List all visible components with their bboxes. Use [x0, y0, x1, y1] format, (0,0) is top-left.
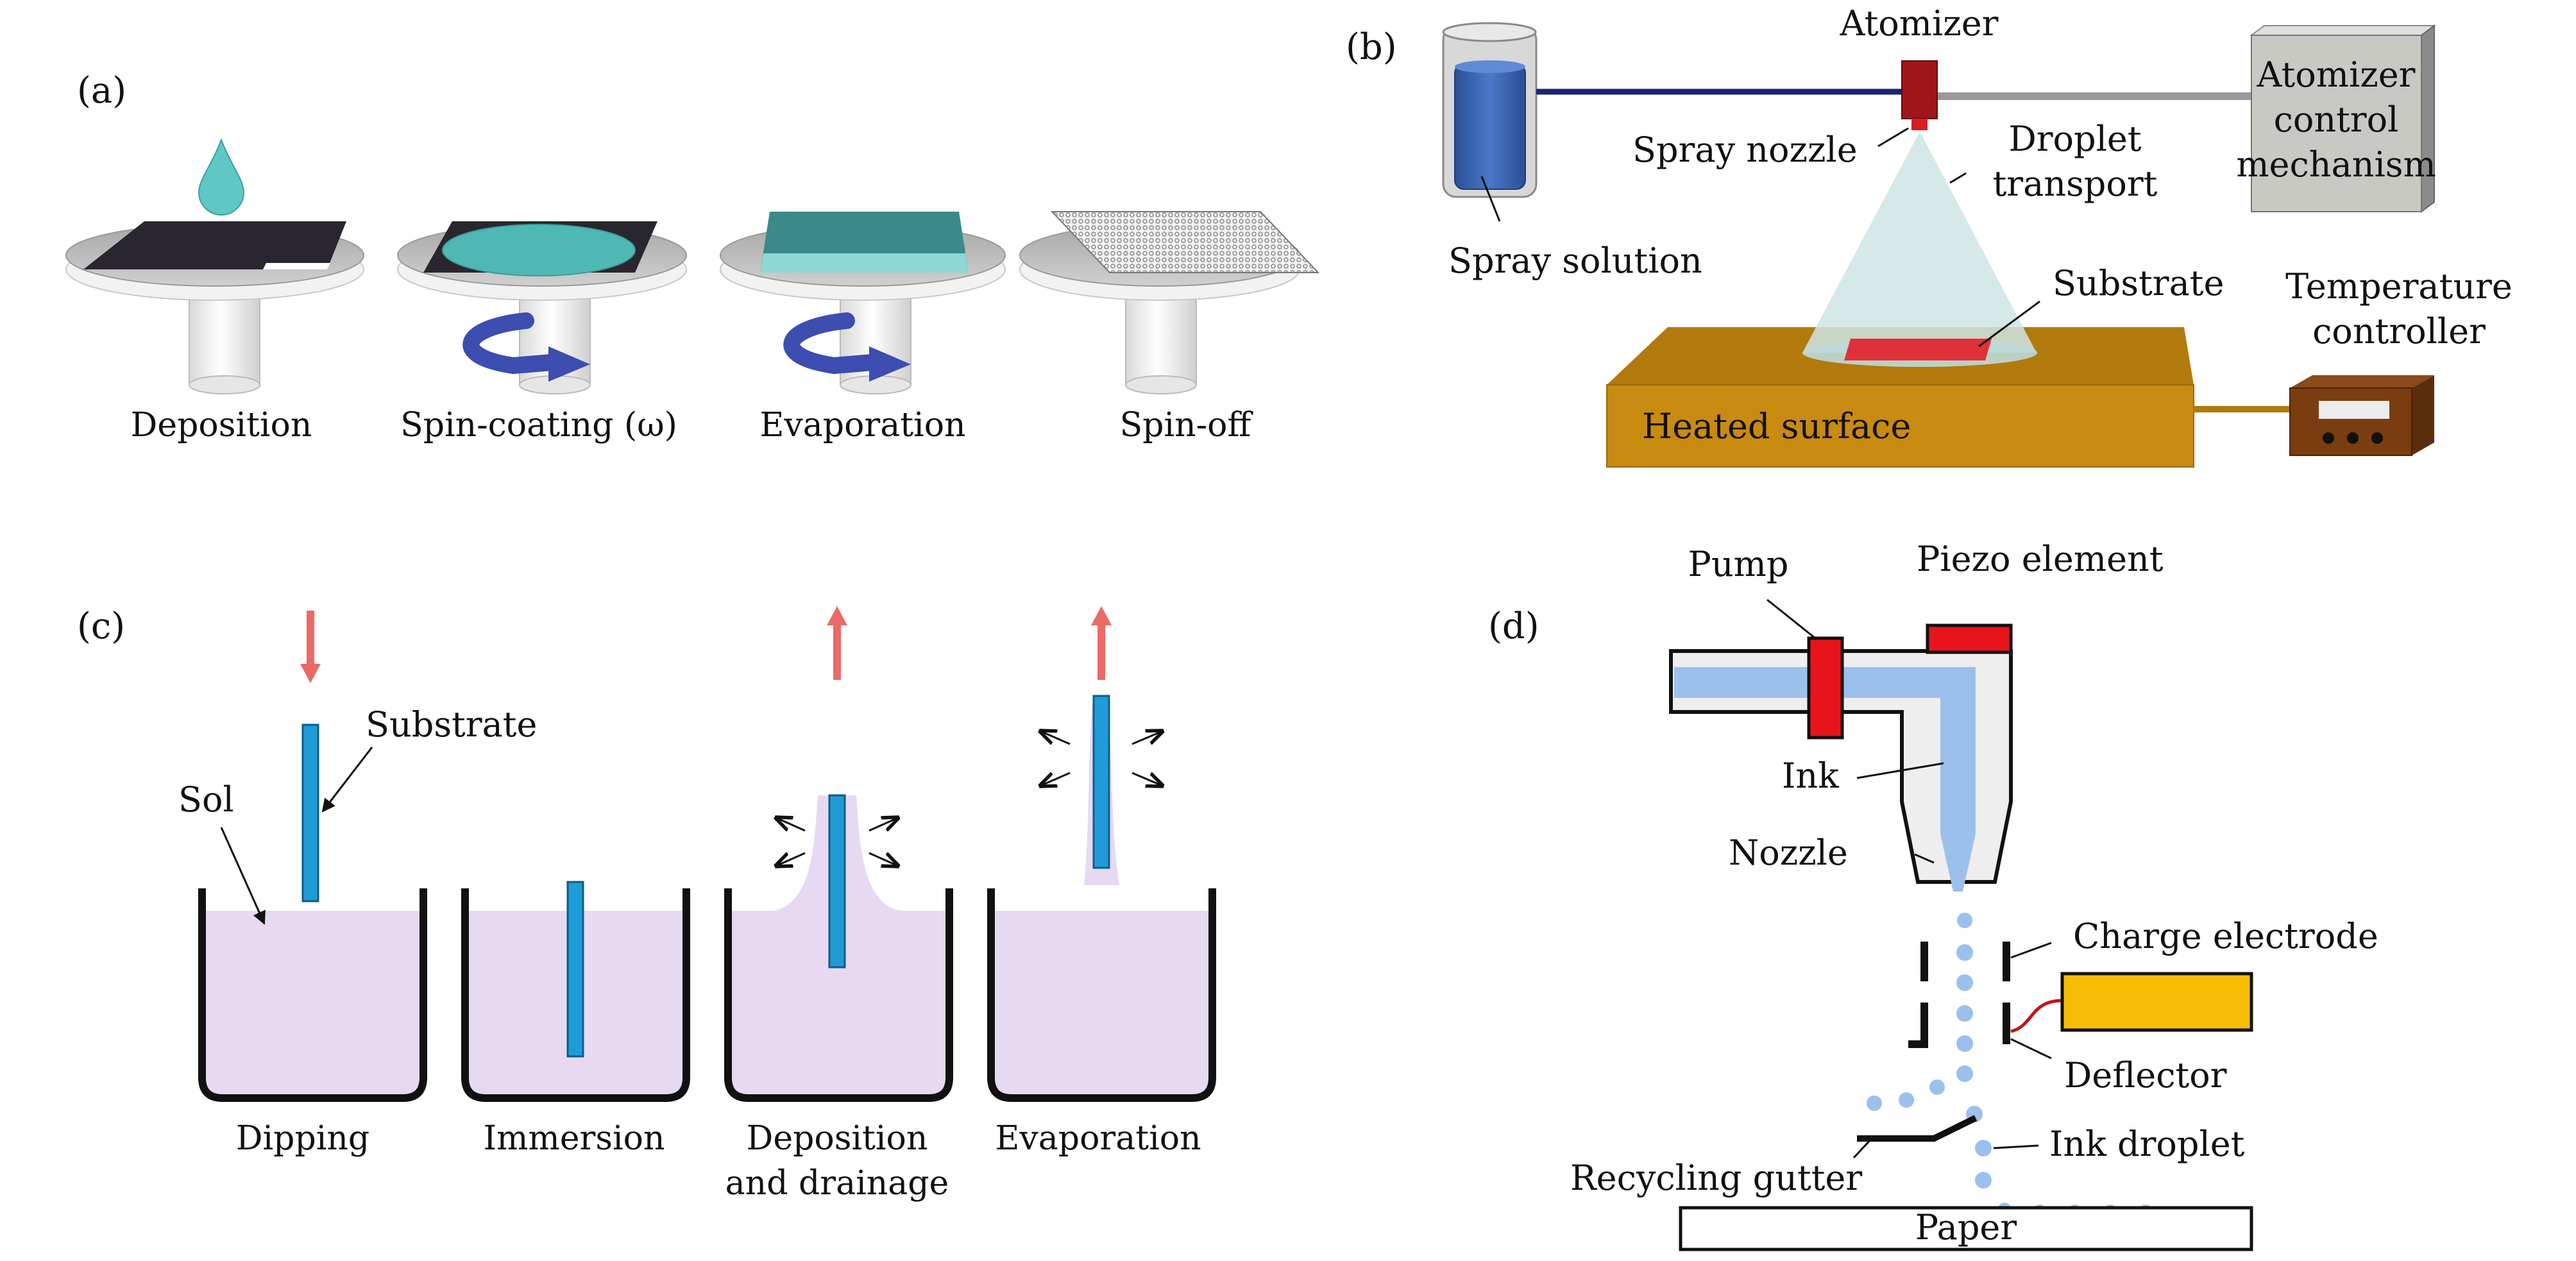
panel-b-label: (b) — [1346, 26, 1397, 68]
coating-film — [442, 224, 636, 276]
temperature-controller-line1: Temperature — [2285, 266, 2512, 307]
droplet-icon — [198, 138, 245, 216]
step-drainage-label: and drainage — [725, 1164, 949, 1203]
substrate-c-immersion — [566, 881, 584, 1058]
step-deposition-label: Deposition — [131, 406, 312, 444]
atomizer-label: Atomizer — [1840, 3, 1999, 44]
beaker-immersion — [461, 881, 690, 1102]
panel-b: (b) Atomizer control mechanism Heated su… — [1346, 3, 2512, 468]
control-box-line1: Atomizer — [2257, 55, 2416, 95]
control-box-line2: control — [2274, 99, 2399, 140]
panel-a: (a) — [65, 70, 1320, 444]
heated-surface-label: Heated surface — [1642, 406, 1911, 446]
panel-d: (d) — [1488, 539, 2378, 1251]
substrate-c-label: Substrate — [366, 704, 537, 745]
piezo-element-label: Piezo element — [1917, 539, 2164, 579]
substrate-c-deposition — [828, 794, 846, 969]
temperature-controller-line2: controller — [2312, 311, 2486, 351]
deflection-control-box — [2060, 972, 2253, 1032]
substrate-plate — [83, 221, 346, 269]
substrate-c-evaporation — [1092, 695, 1110, 869]
step-immersion-label: Immersion — [484, 1119, 665, 1158]
droplet-transport-line1: Droplet — [2008, 119, 2141, 159]
pump-label: Pump — [1688, 544, 1789, 584]
sol-label: Sol — [178, 779, 234, 820]
nozzle-label: Nozzle — [1729, 833, 1848, 873]
spun-film-mesh — [1050, 211, 1320, 273]
atomizer-control-box — [2250, 24, 2436, 213]
ink-label: Ink — [1782, 756, 1840, 796]
substrate-b-label: Substrate — [2053, 263, 2224, 303]
turntable-spin-off — [1019, 211, 1320, 394]
step-dipping-label: Dipping — [236, 1119, 369, 1158]
spray-nozzle-label: Spray nozzle — [1632, 130, 1858, 170]
panel-a-label: (a) — [77, 70, 126, 112]
ink-channel — [1674, 667, 1976, 892]
deflector-wire — [2010, 999, 2063, 1033]
spin-arrow-icon — [462, 312, 560, 375]
substrate-c-dipping — [301, 724, 319, 902]
pump — [1807, 636, 1844, 740]
step-spin-coating-label: Spin-coating (ω) — [400, 406, 677, 444]
step-evaporation-label: Evaporation — [995, 1119, 1201, 1158]
deflector-left — [1908, 1003, 1928, 1048]
droplet-transport-line2: transport — [1993, 164, 2158, 204]
recycling-gutter-label: Recycling gutter — [1570, 1158, 1862, 1198]
ink-droplet-label: Ink droplet — [2049, 1124, 2245, 1164]
turntable-evaporation — [720, 212, 1006, 394]
substrate-b — [1844, 339, 1992, 360]
step-deposition-label: Deposition — [747, 1119, 928, 1158]
panel-c: (c) — [77, 605, 1216, 1203]
beaker-dipping — [198, 611, 427, 1102]
spin-arrow-icon — [783, 312, 881, 375]
step-evaporation-label: Evaporation — [759, 406, 965, 444]
turntable-deposition — [65, 138, 364, 394]
spray-solution-bottle — [1442, 22, 1538, 198]
paper — [1679, 1206, 2253, 1251]
control-box-line3: mechanism — [2236, 144, 2436, 185]
recycling-gutter — [1857, 1115, 1978, 1142]
spray-cone — [1802, 131, 2037, 353]
turntable-spin-coating — [397, 221, 687, 394]
spray-nozzle — [1911, 119, 1928, 130]
piezo-element — [1926, 623, 2013, 654]
step-spin-off-label: Spin-off — [1120, 406, 1254, 444]
controller-display — [2319, 401, 2389, 419]
temperature-controller-box — [2194, 375, 2434, 456]
charge-electrode-label: Charge electrode — [2073, 916, 2378, 956]
paper-label: Paper — [1915, 1207, 2017, 1248]
panel-d-label: (d) — [1488, 605, 1539, 647]
printhead-body — [1669, 649, 2013, 884]
panel-c-label: (c) — [77, 605, 125, 647]
deflector-label: Deflector — [2064, 1055, 2227, 1096]
atomizer-body — [1901, 60, 1938, 119]
beaker-evaporation — [987, 606, 1216, 1102]
spray-solution-label: Spray solution — [1448, 241, 1702, 281]
beaker-deposition-drainage — [724, 606, 953, 1102]
